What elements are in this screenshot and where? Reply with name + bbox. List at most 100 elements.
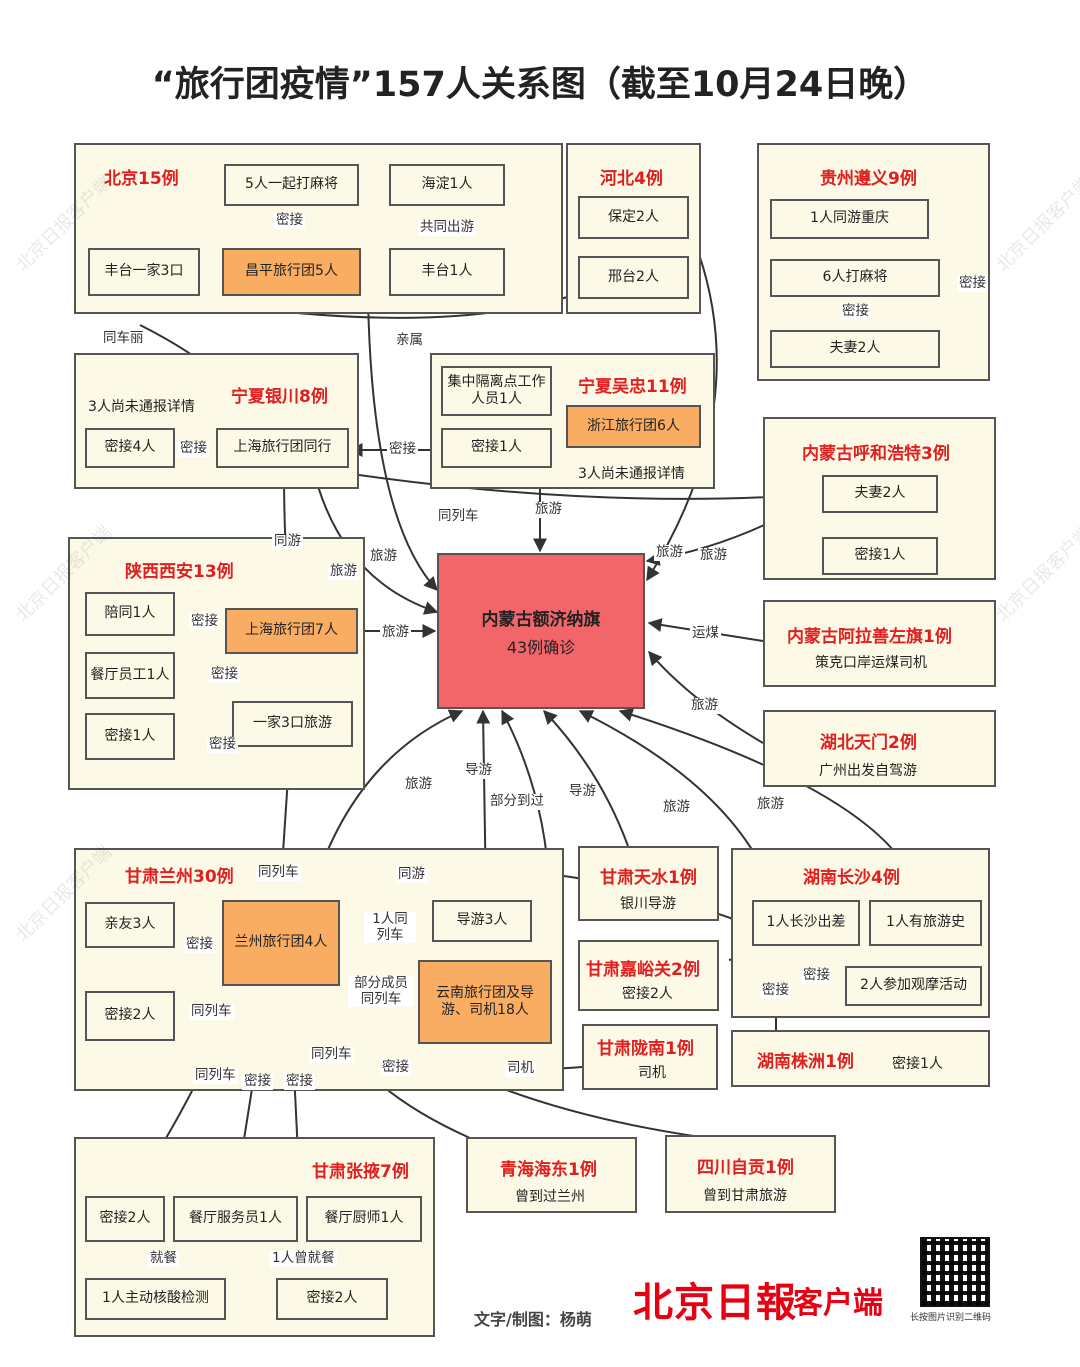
tianshui-subtitle: 银川导游 [620,896,676,912]
node-yc-shanghai: 上海旅行团同行 [216,428,349,468]
note-yc-pending: 3人尚未通报详情 [88,399,195,415]
node-zy-contact2: 密接2人 [85,1196,165,1242]
edge-label: 密接 [801,967,832,984]
node-yc-contact: 密接4人 [85,428,175,468]
group-alxa [763,600,996,687]
zhuzhou-subtitle: 密接1人 [892,1056,943,1072]
edge-label: 同列车 [436,508,481,525]
node-lz-guides: 导游3人 [432,900,532,942]
edge-label: 同车丽 [101,330,146,347]
node-zy-chef: 餐厅厨师1人 [306,1196,422,1242]
edge-label: 密接 [242,1073,273,1090]
node-lz-contact: 密接2人 [85,991,175,1041]
edge-label: 部分成员同列车 [348,975,414,1008]
zigong-subtitle: 曾到甘肃旅游 [703,1188,787,1204]
qr-code-icon[interactable] [920,1237,990,1307]
node-hb-baoding: 保定2人 [578,196,689,239]
node-gz-couple: 夫妻2人 [770,330,940,368]
edge-label: 旅游 [698,547,729,564]
node-cs-meeting: 2人参加观摩活动 [845,966,982,1006]
edge-label: 密接 [184,936,215,953]
edge-label: 同游 [272,533,303,550]
group-label-guizhou: 贵州遵义9例 [820,169,917,189]
node-bj-haidian: 海淀1人 [389,164,505,206]
edge-label: 运煤 [690,625,721,642]
group-zigong [665,1135,836,1213]
edge-label: 旅游 [661,799,692,816]
edge-label: 密接 [380,1059,411,1076]
edge-label: 旅游 [328,563,359,580]
edge-label: 旅游 [654,544,685,561]
node-lz-group: 兰州旅行团4人 [222,900,340,986]
node-bj-fengtai-family: 丰台一家3口 [88,248,200,296]
edge-label: 密接 [284,1073,315,1090]
edge-label: 密接 [840,303,871,320]
group-label-xian: 陕西西安13例 [125,562,234,582]
node-bj-mahjong: 5人一起打麻将 [224,164,359,206]
longnan-subtitle: 司机 [638,1065,666,1081]
node-zy-waiter: 餐厅服务员1人 [173,1196,298,1242]
edge-label: 旅游 [403,776,434,793]
node-wz-zhejiang: 浙江旅行团6人 [566,405,701,448]
edge-label: 密接 [760,982,791,999]
group-label-alxa: 内蒙古阿拉善左旗1例 [787,627,952,647]
alxa-subtitle: 策克口岸运煤司机 [815,655,927,671]
brand-logo: 北京日報 [633,1279,797,1326]
group-label-jiayuguan: 甘肃嘉峪关2例 [586,960,700,980]
edge-label: 导游 [567,783,598,800]
central-name: 内蒙古额济纳旗 [481,609,601,630]
note-wz-pending: 3人尚未通报详情 [578,466,685,482]
edge-label: 就餐 [148,1250,179,1267]
edge-label: 导游 [463,762,494,779]
node-wz-quarantine: 集中隔离点工作人员1人 [441,366,552,416]
node-xa-staff: 餐厅员工1人 [85,652,175,699]
group-label-tianshui: 甘肃天水1例 [600,868,697,888]
edge-label: 旅游 [533,501,564,518]
node-bj-fengtai1: 丰台1人 [389,248,505,296]
edge-label: 旅游 [755,796,786,813]
group-label-wuzhong: 宁夏吴忠11例 [578,377,687,397]
edge-label: 密接 [387,441,418,458]
edge-label: 司机 [505,1060,536,1077]
group-label-zhangye: 甘肃张掖7例 [312,1162,409,1182]
node-zy-contact2b: 密接2人 [276,1278,388,1320]
page-title: “旅行团疫情”157人关系图（截至10月24日晚） [151,65,929,105]
brand-suffix: 客户端 [793,1286,883,1321]
edge-label: 亲属 [394,332,425,349]
node-hb-xingtai: 邢台2人 [578,256,689,299]
group-jiayuguan [578,940,719,1011]
group-label-hebei: 河北4例 [600,169,663,189]
tianmen-subtitle: 广州出发自驾游 [819,763,917,779]
qr-caption: 长按图片识别二维码 [910,1313,992,1323]
edge-label: 密接 [957,275,988,292]
edge-label: 同游 [396,866,427,883]
node-xa-shanghai: 上海旅行团7人 [225,608,358,654]
group-label-zhuzhou: 湖南株洲1例 [757,1052,854,1072]
group-label-beijing: 北京15例 [104,169,179,189]
group-haidong [466,1137,637,1213]
node-cs-business: 1人长沙出差 [752,900,860,946]
group-label-longnan: 甘肃陇南1例 [597,1039,694,1059]
group-yinchuan [74,353,359,489]
edge-label: 1人曾就餐 [270,1250,337,1267]
central-cases: 43例确诊 [506,637,576,657]
edge-label: 旅游 [380,624,411,641]
group-tianmen [763,710,996,787]
group-label-lanzhou: 甘肃兰州30例 [125,867,234,887]
group-zhuzhou [731,1030,990,1087]
node-wz-contact: 密接1人 [441,428,552,468]
edge-label: 1人同列车 [364,911,416,944]
group-label-haidong: 青海海东1例 [500,1160,597,1180]
edge-label: 旅游 [689,697,720,714]
edge-label: 同列车 [256,864,301,881]
edge-label: 同列车 [193,1067,238,1084]
node-xa-escort: 陪同1人 [85,592,175,636]
node-xa-family: 一家3口旅游 [232,701,353,747]
node-hh-couple: 夫妻2人 [822,475,938,513]
node-hh-contact: 密接1人 [822,537,938,575]
group-label-tianmen: 湖北天门2例 [820,733,917,753]
group-longnan [582,1024,718,1090]
edge-label: 密接 [189,613,220,630]
group-label-yinchuan: 宁夏银川8例 [231,387,328,407]
node-xa-contact: 密接1人 [85,713,175,760]
